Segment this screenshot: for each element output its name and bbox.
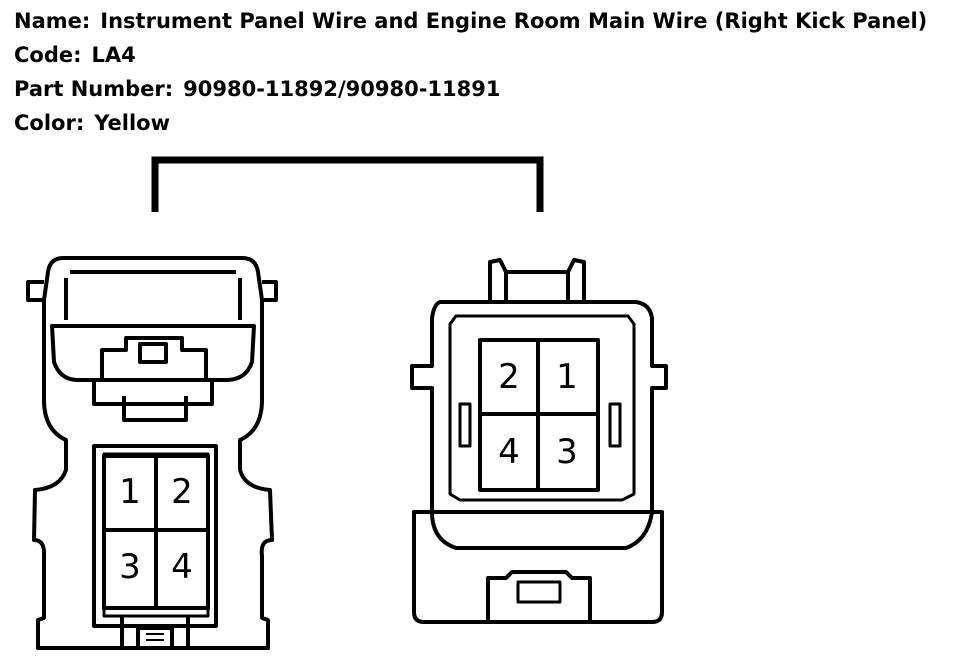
- left-connector-lock-tab: [100, 336, 208, 380]
- right-connector-side-slot-right: [608, 402, 622, 448]
- left-connector-side-notch-right: [262, 280, 278, 302]
- part-number-row: Part Number: 90980-11892/90980-11891: [14, 72, 927, 106]
- left-connector-top-ridge: [64, 270, 242, 320]
- color-row: Color: Yellow: [14, 106, 927, 140]
- left-pin-label: 2: [171, 472, 193, 512]
- name-value: Instrument Panel Wire and Engine Room Ma…: [100, 9, 928, 33]
- left-connector-body: [32, 256, 274, 650]
- right-connector: 2 1 4 3: [410, 258, 668, 624]
- right-connector-bottom-ridge: [430, 511, 654, 550]
- code-row: Code: LA4: [14, 38, 927, 72]
- part-number-label: Part Number:: [14, 77, 174, 101]
- name-label: Name:: [14, 9, 91, 33]
- right-connector-pin-grid: [478, 338, 600, 492]
- right-pin-label: 1: [556, 357, 578, 397]
- left-connector-lock-key: [92, 380, 214, 422]
- left-connector-lock-inner: [138, 342, 168, 364]
- left-pin-label: 4: [171, 547, 193, 587]
- connector-info-header: Name: Instrument Panel Wire and Engine R…: [14, 4, 927, 140]
- left-connector-bottom-latch-lines: [146, 633, 164, 641]
- code-value: LA4: [91, 43, 136, 67]
- left-connector-cavity-housing: [92, 444, 218, 628]
- right-connector-bottom-housing: [412, 510, 664, 624]
- right-pin-label: 4: [498, 432, 520, 472]
- code-label: Code:: [14, 43, 82, 67]
- left-connector-side-notch-left: [26, 280, 44, 302]
- left-connector-pin-grid: [102, 454, 210, 610]
- right-connector-bottom-latch: [486, 570, 592, 622]
- part-number-value: 90980-11892/90980-11891: [183, 77, 501, 101]
- right-connector-bottom-latch-inner: [516, 580, 562, 604]
- right-pin-label: 2: [498, 357, 520, 397]
- color-label: Color:: [14, 111, 85, 135]
- mating-bracket: [151, 156, 544, 212]
- left-connector: 1 2 3 4: [26, 256, 278, 650]
- name-row: Name: Instrument Panel Wire and Engine R…: [14, 4, 927, 38]
- right-connector-inner-frame: [448, 314, 636, 502]
- right-connector-lock-prongs: [488, 258, 586, 304]
- right-connector-side-slot-left: [458, 402, 472, 448]
- left-pin-label: 3: [119, 547, 141, 587]
- left-pin-label: 1: [119, 472, 141, 512]
- left-connector-lock-lever: [50, 324, 256, 382]
- color-value: Yellow: [94, 111, 170, 135]
- left-connector-bottom-latch: [120, 616, 190, 650]
- right-pin-label: 3: [556, 432, 578, 472]
